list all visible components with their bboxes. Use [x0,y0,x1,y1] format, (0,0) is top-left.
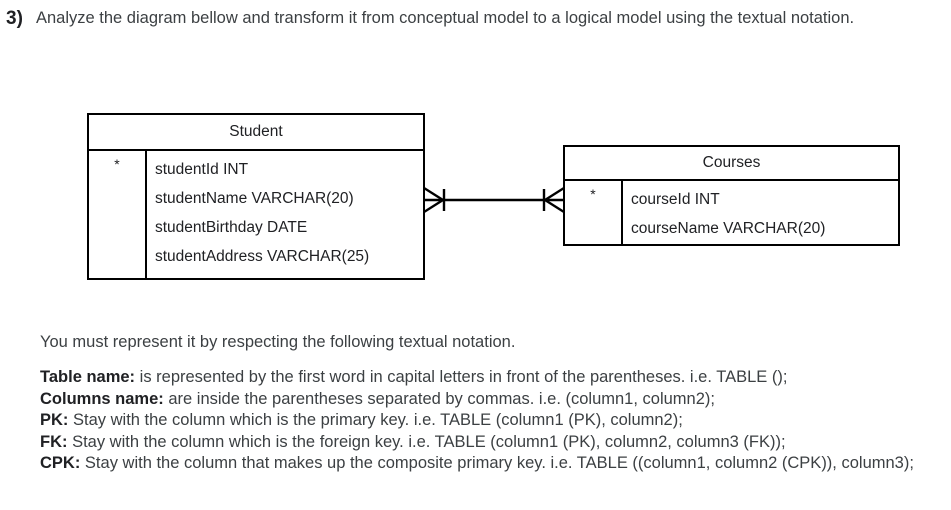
entity-courses-attributes: courseId INT courseName VARCHAR(20) [623,181,898,244]
entity-student[interactable]: Student * studentId INT studentName VARC… [87,113,425,280]
entity-courses[interactable]: Courses * courseId INT courseName VARCHA… [563,145,900,246]
er-diagram: Student * studentId INT studentName VARC… [0,100,951,300]
entity-student-attributes: studentId INT studentName VARCHAR(20) st… [147,151,423,278]
rule-label: CPK: [40,454,81,472]
notation-section: You must represent it by respecting the … [40,330,945,475]
notation-rule-pk: PK: Stay with the column which is the pr… [40,410,945,432]
attribute-row: studentId INT [155,161,249,178]
crows-foot-connector-icon [424,186,564,214]
notation-rule-cpk: CPK: Stay with the column that makes up … [40,453,945,475]
relationship-connector[interactable] [424,178,564,222]
primary-key-marker: * [114,156,120,172]
attribute-row: studentAddress VARCHAR(25) [155,248,370,265]
question-text: Analyze the diagram bellow and transform… [36,9,855,27]
rule-label: FK: [40,432,68,451]
rule-text: are inside the parentheses separated by … [163,389,715,408]
entity-courses-key-column: * [565,181,623,244]
rule-label: PK: [40,411,69,429]
entity-courses-body: * courseId INT courseName VARCHAR(20) [565,181,898,244]
rule-text: Stay with the column which is the foreig… [67,432,786,451]
rule-label: Table name: [40,368,136,386]
entity-student-key-column: * [89,151,147,278]
attribute-row: courseName VARCHAR(20) [631,220,826,237]
notation-rule-columns-name: Columns name: are inside the parentheses… [40,389,945,411]
entity-courses-title: Courses [565,147,898,181]
entity-student-body: * studentId INT studentName VARCHAR(20) … [89,151,423,278]
attribute-row: studentBirthday DATE [155,219,308,236]
rule-label: Columns name: [40,389,164,408]
notation-rule-fk: FK: Stay with the column which is the fo… [40,432,945,454]
entity-student-title: Student [89,115,423,151]
attribute-row: courseId INT [631,191,720,208]
rule-text: Stay with the column that makes up the c… [80,454,914,472]
attribute-row: studentName VARCHAR(20) [155,190,354,207]
rule-text: Stay with the column which is the primar… [68,411,683,429]
notation-rule-table-name: Table name: is represented by the first … [40,367,945,389]
primary-key-marker: * [590,186,596,202]
notation-intro: You must represent it by respecting the … [40,333,516,351]
question-number: 3) [6,8,23,29]
rule-text: is represented by the first word in capi… [135,368,788,386]
question-block: 3) Analyze the diagram bellow and transf… [6,6,936,31]
